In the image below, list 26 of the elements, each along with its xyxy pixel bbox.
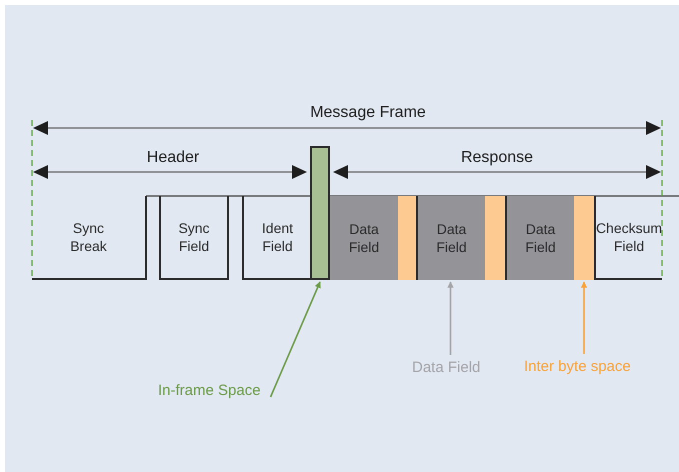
in-frame-space-bar xyxy=(310,146,330,280)
callout-label: In-frame Space xyxy=(158,382,261,399)
arrow xyxy=(270,281,321,398)
inter-byte-space-bar xyxy=(485,196,505,280)
callout-label: Inter byte space xyxy=(524,358,631,375)
field-label: Checksum Field xyxy=(596,219,662,255)
field-label: Data Field xyxy=(436,220,467,256)
inter-byte-space-bar xyxy=(574,196,594,280)
arrow xyxy=(580,281,588,354)
dimension-label: Response xyxy=(460,149,534,167)
data-field-box xyxy=(505,196,574,280)
data-field-box xyxy=(330,196,398,280)
field-box xyxy=(159,196,229,280)
dimension-label: Message Frame xyxy=(310,104,426,122)
field-label: Ident Field xyxy=(262,219,294,255)
field-label: Sync Break xyxy=(70,219,107,255)
arrow xyxy=(447,281,454,355)
callout-label: Data Field xyxy=(412,359,480,376)
data-field-box xyxy=(416,196,485,280)
field-label: Sync Field xyxy=(178,219,210,255)
field-label: Data Field xyxy=(525,220,556,256)
field-box xyxy=(32,196,147,280)
field-label: Data Field xyxy=(348,220,380,256)
dimension-label: Header xyxy=(146,149,200,167)
inter-byte-space-bar xyxy=(398,196,416,280)
field-box xyxy=(594,196,662,280)
